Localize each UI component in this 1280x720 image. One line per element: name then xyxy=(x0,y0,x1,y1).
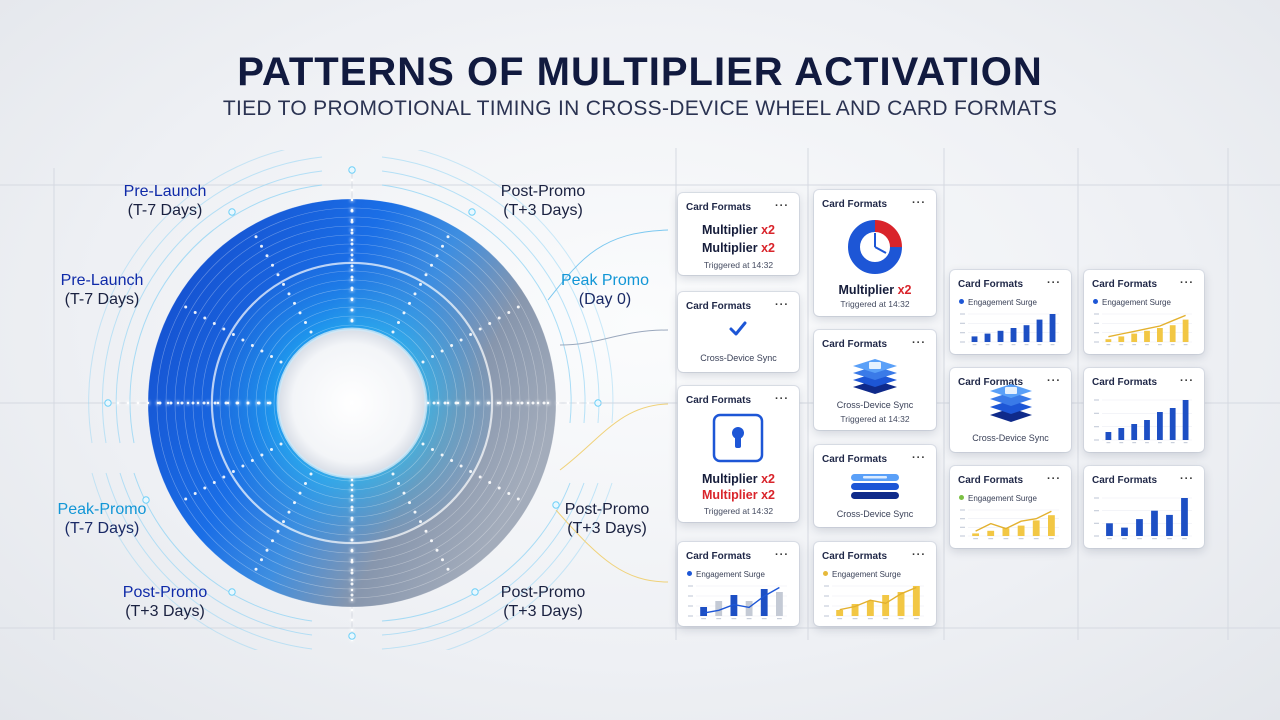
mini-chart xyxy=(960,313,1059,346)
card-sync-layers-2[interactable]: Card Formats··· Cross-Device Sync xyxy=(950,368,1071,452)
card-title: Card Formats··· xyxy=(958,375,1061,388)
card-connectors xyxy=(547,229,669,583)
card-multiplier-1[interactable]: Card Formats··· Multiplier x2 Multiplier… xyxy=(678,193,799,275)
card-donut-multiplier[interactable]: Card Formats··· Multiplier x2 Triggered … xyxy=(814,190,936,316)
mini-chart xyxy=(1094,497,1192,540)
sync-label: Cross-Device Sync xyxy=(836,400,914,410)
chart-legend: Engagement Surge xyxy=(823,570,901,579)
more-icon[interactable]: ··· xyxy=(1047,375,1061,387)
layers-stack-icon xyxy=(990,384,1032,422)
triggered-time: Triggered at 14:32 xyxy=(703,506,774,516)
card-engagement-line[interactable]: Card Formats··· Engagement Surge xyxy=(678,542,799,626)
card-title: Card Formats··· xyxy=(686,299,789,312)
wheel-label-peak-promo-left: Peak-Promo(T-7 Days) xyxy=(57,501,147,537)
card-title: Card Formats··· xyxy=(822,549,926,562)
card-sync-bars[interactable]: Card Formats··· Cross-Device Sync xyxy=(814,445,936,527)
card-sync-layers[interactable]: Card Formats··· Cross-Device Sync Trigge… xyxy=(814,330,936,430)
card-title: Card Formats··· xyxy=(1092,375,1194,388)
chart-legend: Engagement Surge xyxy=(959,494,1037,503)
more-icon[interactable]: ··· xyxy=(1180,277,1194,289)
more-icon[interactable]: ··· xyxy=(912,337,926,349)
card-title: Card Formats··· xyxy=(822,337,926,350)
wheel-label-post-promo-bottom-left: Post-Promo(T+3 Days) xyxy=(122,584,208,620)
card-title: Card Formats··· xyxy=(958,473,1061,486)
wheel-label-post-promo-bottom-right: Post-Promo(T+3 Days) xyxy=(500,584,586,620)
donut-chart-icon xyxy=(848,220,902,274)
mini-chart xyxy=(824,585,924,620)
mini-chart xyxy=(1094,313,1192,346)
mini-chart xyxy=(688,585,787,620)
card-title: Card Formats··· xyxy=(686,393,789,406)
more-icon[interactable]: ··· xyxy=(912,452,926,464)
triggered-time: Triggered at 14:32 xyxy=(840,414,910,424)
sync-label: Cross-Device Sync xyxy=(836,509,914,519)
card-title: Card Formats··· xyxy=(686,200,789,213)
more-icon[interactable]: ··· xyxy=(912,549,926,561)
checkmark-icon xyxy=(729,321,747,336)
more-icon[interactable]: ··· xyxy=(1047,277,1061,289)
multiplier-line: Multiplier x2 xyxy=(838,283,912,297)
wheel-label-peak-promo-right: Peak Promo(Day 0) xyxy=(560,272,650,308)
card-multiplier-keyhole[interactable]: Card Formats··· Multiplier x2 Multiplier… xyxy=(678,386,799,522)
layers-stack-icon xyxy=(853,359,897,394)
multiplier-line: Multiplier x2 xyxy=(702,241,775,255)
card-blue-bars-2[interactable]: Card Formats··· xyxy=(1084,466,1204,548)
card-engagement-yellow-2[interactable]: Card Formats··· Engagement Surge xyxy=(1084,270,1204,354)
orbit-arcs xyxy=(88,150,614,650)
more-icon[interactable]: ··· xyxy=(1180,375,1194,387)
mini-chart xyxy=(960,509,1059,540)
wheel-label-post-promo-right: Post-Promo(T+3 Days) xyxy=(564,501,650,537)
card-title: Card Formats··· xyxy=(1092,473,1194,486)
chart-legend: Engagement Surge xyxy=(687,570,765,579)
more-icon[interactable]: ··· xyxy=(775,393,789,405)
more-icon[interactable]: ··· xyxy=(1047,473,1061,485)
more-icon[interactable]: ··· xyxy=(775,200,789,212)
chart-legend: Engagement Surge xyxy=(1093,298,1171,307)
more-icon[interactable]: ··· xyxy=(775,549,789,561)
wheel-hub xyxy=(278,329,426,477)
card-title: Card Formats··· xyxy=(822,452,926,465)
more-icon[interactable]: ··· xyxy=(912,197,926,209)
card-title: Card Formats··· xyxy=(822,197,926,210)
layers-bars-icon xyxy=(851,474,899,499)
more-icon[interactable]: ··· xyxy=(1180,473,1194,485)
card-title: Card Formats··· xyxy=(686,549,789,562)
more-icon[interactable]: ··· xyxy=(775,299,789,311)
card-engagement-blue-bars[interactable]: Card Formats··· Engagement Surge xyxy=(950,270,1071,354)
chart-legend: Engagement Surge xyxy=(959,298,1037,307)
triggered-time: Triggered at 14:32 xyxy=(840,299,910,309)
card-sync-check[interactable]: Card Formats··· Cross-Device Sync xyxy=(678,292,799,372)
card-engagement-yellow[interactable]: Card Formats··· Engagement Surge xyxy=(814,542,936,626)
keyhole-icon xyxy=(712,413,764,463)
multiplier-line: Multiplier x2 xyxy=(702,472,775,486)
multiplier-line: Multiplier x2 xyxy=(702,223,775,237)
triggered-time: Triggered at 14:32 xyxy=(703,260,774,270)
page-subtitle: TIED TO PROMOTIONAL TIMING IN CROSS-DEVI… xyxy=(222,97,1058,120)
page-title: PATTERNS OF MULTIPLIER ACTIVATION xyxy=(237,50,1043,94)
multiplier-line: Multiplier x2 xyxy=(702,488,775,502)
sync-label: Cross-Device Sync xyxy=(972,433,1049,443)
wheel-label-pre-launch-left: Pre-Launch(T-7 Days) xyxy=(60,272,144,308)
card-title: Card Formats··· xyxy=(958,277,1061,290)
card-title: Card Formats··· xyxy=(1092,277,1194,290)
card-blue-bars[interactable]: Card Formats··· xyxy=(1084,368,1204,452)
mini-chart xyxy=(1094,399,1192,444)
wheel-label-pre-launch-top: Pre-Launch(T-7 Days) xyxy=(123,183,207,219)
activation-wheel xyxy=(88,150,669,650)
card-engagement-mixed[interactable]: Card Formats··· Engagement Surge xyxy=(950,466,1071,548)
sync-label: Cross-Device Sync xyxy=(700,353,777,363)
wheel-label-post-promo-top-right: Post-Promo(T+3 Days) xyxy=(500,183,586,219)
